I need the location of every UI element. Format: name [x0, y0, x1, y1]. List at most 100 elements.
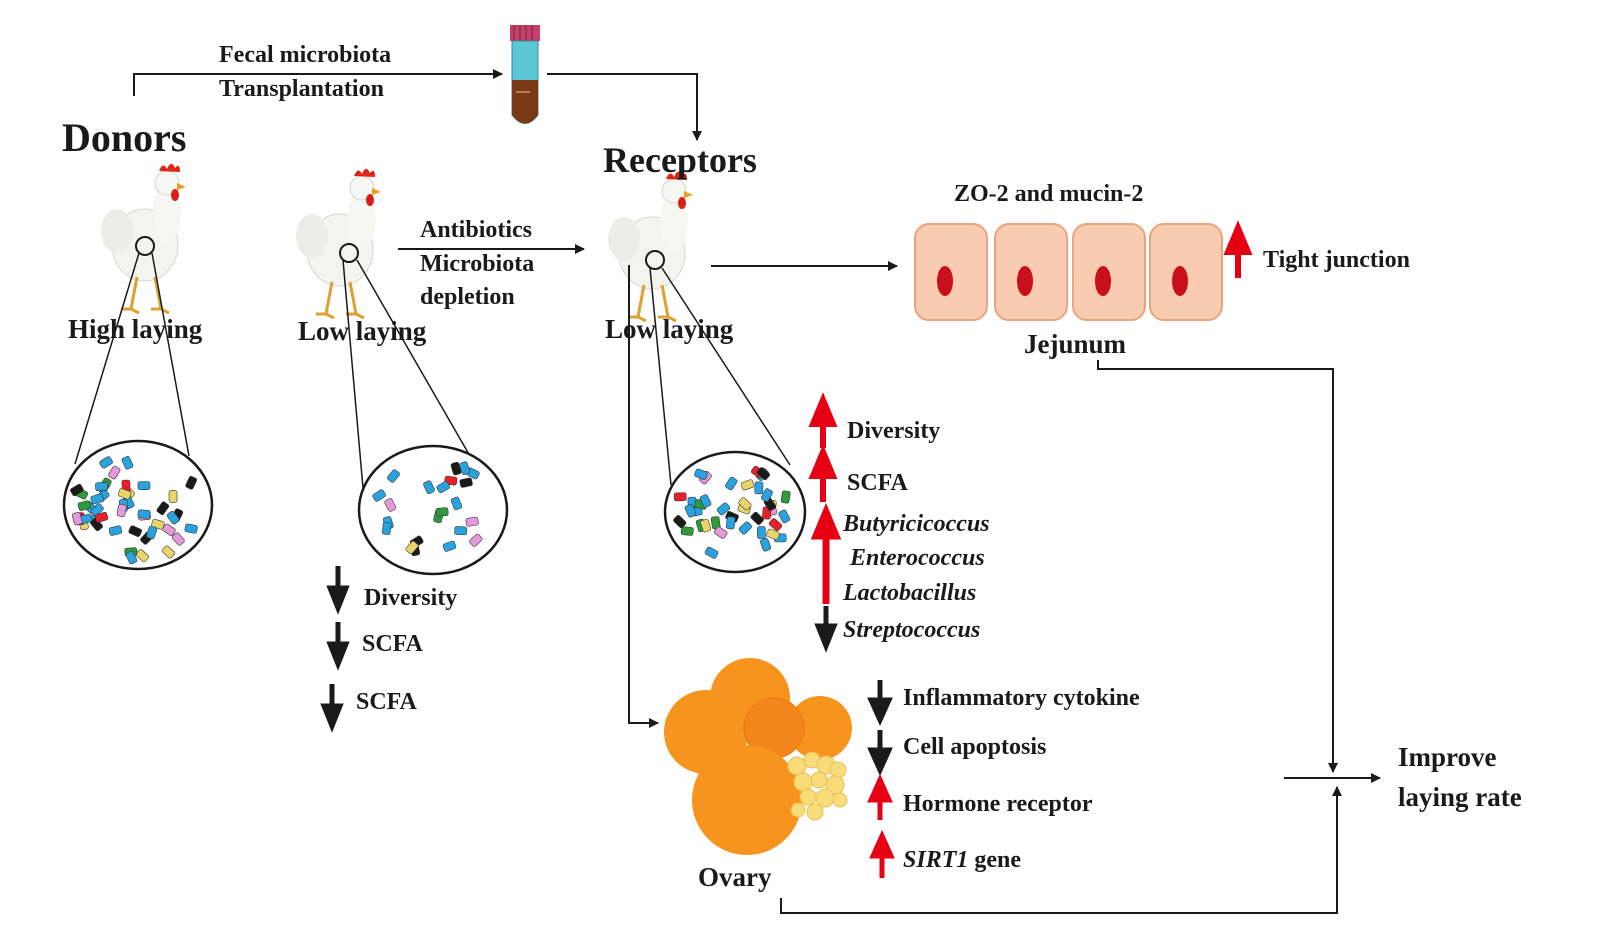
up-arrow-icon	[810, 502, 842, 604]
bacterium-icon	[184, 523, 198, 534]
down-arrow-icon	[814, 606, 838, 653]
tight-junction-label: Tight junction	[1263, 247, 1410, 273]
bacterium-icon	[94, 511, 109, 523]
bacterium-icon	[450, 461, 462, 476]
bacterium-icon	[754, 481, 764, 495]
bacterium-icon	[387, 469, 400, 483]
bacterium-icon	[459, 477, 473, 488]
bacterium-icon	[459, 461, 471, 475]
bacterium-icon	[161, 545, 176, 559]
ovary-effect-sirt1: SIRT1 gene	[903, 848, 1021, 872]
jejunum-proteins-label: ZO-2 and mucin-2	[954, 181, 1144, 207]
bacterium-icon	[171, 532, 185, 546]
bacterium-icon	[725, 516, 736, 530]
bacterium-icon	[436, 481, 451, 494]
bacterium-icon	[435, 507, 449, 517]
ovary-effect-arrows	[867, 680, 895, 878]
receptor-effect-arrows	[808, 392, 842, 653]
receptor-hen-icon	[606, 170, 695, 323]
bacterium-icon	[454, 526, 468, 536]
gut-circle-receptor	[645, 250, 665, 270]
bacteria-streptococcus: Streptococcus	[843, 617, 981, 643]
down-arrow-icon	[867, 680, 893, 727]
ovary-effect-inflammatory: Inflammatory cytokine	[903, 685, 1140, 711]
bacterium-icon	[699, 494, 712, 508]
jejunum-cells	[914, 223, 1223, 321]
bacteria-lactobacillus: Lactobacillus	[843, 580, 977, 606]
bacterium-icon	[121, 455, 134, 470]
low-laying-donor-label: Low laying	[298, 316, 427, 346]
bacterium-icon	[384, 498, 397, 512]
low-laying-hen-icon	[294, 167, 383, 320]
fmt-arrow	[133, 69, 503, 96]
bacterium-icon	[168, 490, 178, 503]
gut-circle-low	[339, 243, 359, 263]
jejunum-label: Jejunum	[1024, 329, 1127, 359]
bacterium-icon	[117, 488, 132, 500]
bacterium-icon	[714, 526, 728, 539]
bacterium-icon	[465, 516, 479, 527]
donor-effect-diversity: Diversity	[364, 585, 458, 611]
up-arrow-icon	[808, 392, 838, 448]
bacterium-icon	[694, 468, 708, 480]
bacteria-icons	[70, 455, 791, 565]
bacterium-icon	[704, 546, 719, 559]
down-arrow-icon	[867, 730, 893, 777]
jejunum-to-outcome-arrow	[1097, 360, 1338, 773]
bacterium-icon	[756, 467, 771, 481]
microbiota-low-ellipse	[357, 444, 509, 576]
bacterium-icon	[90, 503, 104, 517]
bacterium-icon	[738, 521, 752, 535]
bacterium-icon	[156, 501, 170, 515]
bacterium-icon	[108, 525, 123, 536]
receptor-effect-diversity: Diversity	[847, 418, 941, 444]
bacterium-icon	[95, 482, 108, 492]
sirt1-gene-name: SIRT1	[903, 847, 969, 873]
bacterium-icon	[125, 550, 138, 565]
fmt-label-line2: Transplantation	[219, 76, 384, 102]
ovary-effect-apoptosis: Cell apoptosis	[903, 734, 1047, 760]
bacterium-icon	[740, 479, 755, 491]
bacterium-icon	[716, 502, 731, 516]
receptor-to-ovary-arrow	[628, 265, 659, 728]
outcome-line1: Improve	[1398, 742, 1497, 772]
bacterium-icon	[128, 525, 143, 537]
donors-title: Donors	[62, 115, 187, 160]
bacterium-icon	[146, 525, 158, 540]
ovary-label: Ovary	[698, 862, 772, 892]
microbiota-receptor-ellipse	[663, 450, 807, 574]
bacteria-enterococcus: Enterococcus	[850, 545, 985, 571]
bacterium-icon	[77, 500, 92, 511]
up-arrow-icon	[808, 444, 838, 502]
bacterium-icon	[70, 483, 84, 497]
outcome-line2: laying rate	[1398, 782, 1522, 812]
bacterium-icon	[450, 496, 463, 511]
receptors-title: Receptors	[603, 140, 757, 180]
bacterium-icon	[90, 493, 104, 505]
donor-low-down-arrows	[320, 566, 350, 733]
bacterium-icon	[761, 488, 773, 502]
bacterium-icon	[673, 492, 687, 502]
down-arrow-icon	[326, 622, 350, 671]
bacterium-icon	[166, 510, 180, 525]
tight-junction-up-arrow-icon	[1223, 220, 1253, 278]
up-arrow-icon	[867, 773, 893, 820]
bacterium-icon	[71, 512, 83, 526]
bacterium-icon	[442, 540, 457, 552]
bacterium-icon	[780, 490, 791, 504]
bacterium-icon	[99, 456, 113, 469]
bacterium-icon	[423, 480, 435, 494]
bacterium-icon	[766, 528, 780, 540]
ovary-icon	[664, 658, 852, 855]
down-arrow-icon	[320, 684, 344, 733]
bacteria-butyricicoccus: Butyricicoccus	[843, 511, 990, 537]
bacterium-icon	[738, 497, 752, 511]
ovary-to-outcome-arrow	[780, 786, 1342, 914]
bacterium-icon	[137, 481, 151, 490]
bacterium-icon	[778, 509, 791, 524]
bacterium-icon	[768, 518, 783, 532]
antibiotics-line3: depletion	[420, 284, 515, 310]
bacterium-icon	[185, 476, 198, 490]
high-laying-label: High laying	[68, 314, 203, 344]
